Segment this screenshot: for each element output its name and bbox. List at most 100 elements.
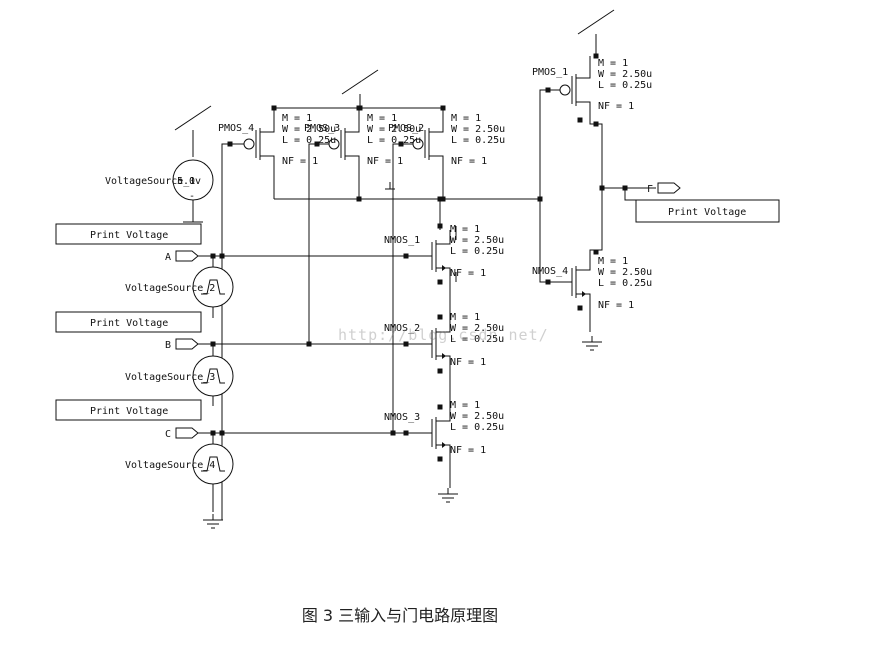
source-name-label: VoltageSource_1 (105, 176, 195, 187)
wire (308, 143, 329, 344)
param-nf: NF = 1 (598, 101, 634, 112)
param-m: M = 1 (367, 113, 397, 124)
param-l: L = 0.25u (598, 80, 652, 91)
print-voltage-label: Print Voltage (668, 207, 746, 218)
pmos-4-label: PMOS_4 (218, 123, 254, 134)
param-l: L = 0.25u (598, 278, 652, 289)
wires (192, 34, 656, 520)
pulse-voltage-source (192, 443, 234, 485)
param-l: L = 0.25u (451, 135, 505, 146)
pulse-voltage-source (192, 266, 234, 308)
junction-dot (210, 430, 216, 436)
vdd-symbol (577, 9, 615, 35)
port-label: C (165, 429, 171, 440)
port-c (175, 427, 199, 439)
param-l: L = 0.25u (367, 135, 421, 146)
print-voltage-box (55, 399, 202, 421)
figure-caption: 图 3 三输入与门电路原理图 (301, 606, 499, 625)
ground-symbol (438, 488, 458, 503)
ground-symbol (203, 514, 223, 529)
port-a (175, 250, 199, 262)
source-name-label: VoltageSource_2 (125, 283, 215, 294)
junction-dot (271, 105, 277, 111)
param-m: M = 1 (451, 113, 481, 124)
junction-dot (437, 223, 443, 229)
port-label: A (165, 252, 171, 263)
junction-dot (437, 279, 443, 285)
param-w: W = 2.50u (450, 323, 504, 334)
param-nf: NF = 1 (598, 300, 634, 311)
param-m: M = 1 (450, 312, 480, 323)
param-l: L = 0.25u (450, 334, 504, 345)
print-voltage-label: Print Voltage (90, 230, 168, 241)
junction-dot (403, 430, 409, 436)
source-name-label: VoltageSource_3 (125, 372, 215, 383)
junction-dot (593, 121, 599, 127)
nmos-4-label: NMOS_4 (532, 266, 568, 277)
watermark: http://blog.csdn.net/ (338, 326, 549, 344)
junction-dot (545, 279, 551, 285)
param-nf: NF = 1 (451, 156, 487, 167)
components: +VoltageSource_15.0v-Print VoltageAVolta… (55, 9, 780, 529)
junction-dot (210, 341, 216, 347)
junction-dot (437, 456, 443, 462)
param-l: L = 0.25u (450, 422, 504, 433)
junction-dot (537, 196, 543, 202)
param-w: W = 2.50u (450, 411, 504, 422)
print-voltage-box (55, 311, 202, 333)
param-nf: NF = 1 (367, 156, 403, 167)
param-m: M = 1 (598, 256, 628, 267)
pmos-transistor (412, 118, 444, 170)
pmos-1-label: PMOS_1 (532, 67, 568, 78)
vdd-value: 5.0v (177, 176, 201, 187)
junction-dot (622, 185, 628, 191)
junction-dot (593, 249, 599, 255)
junction-dot (356, 196, 362, 202)
param-w: W = 2.50u (451, 124, 505, 135)
pmos-transistor (243, 118, 275, 170)
junction-dot (437, 404, 443, 410)
print-voltage-label: Print Voltage (90, 318, 168, 329)
param-w: W = 2.50u (598, 69, 652, 80)
param-m: M = 1 (282, 113, 312, 124)
param-m: M = 1 (450, 224, 480, 235)
print-voltage-box (635, 199, 780, 223)
junction-dot (403, 253, 409, 259)
nmos-2-label: NMOS_2 (384, 323, 420, 334)
minus-sign: - (189, 191, 195, 202)
port-label: F (647, 184, 653, 195)
nmos-3-label: NMOS_3 (384, 412, 420, 423)
param-nf: NF = 1 (282, 156, 318, 167)
param-l: L = 0.25u (450, 246, 504, 257)
vdd-symbol (341, 69, 379, 95)
param-m: M = 1 (598, 58, 628, 69)
nmos-1-label: NMOS_1 (384, 235, 420, 246)
junction-dot (577, 117, 583, 123)
junction-dot (356, 105, 362, 111)
param-nf: NF = 1 (450, 445, 486, 456)
junction-dot (390, 430, 396, 436)
junction-dot (437, 196, 443, 202)
junction-dot (210, 253, 216, 259)
param-l: L = 0.25u (282, 135, 336, 146)
junction-dot (437, 368, 443, 374)
param-w: W = 2.50u (282, 124, 336, 135)
print-voltage-box (55, 223, 202, 245)
source-name-label: VoltageSource_4 (125, 460, 215, 471)
pmos-3-label: PMOS_3 (304, 123, 340, 134)
print-voltage-label: Print Voltage (90, 406, 168, 417)
param-m: M = 1 (450, 400, 480, 411)
junction-dot (227, 141, 233, 147)
port-b (175, 338, 199, 350)
pmos-transistor (559, 64, 591, 116)
wire (539, 199, 560, 283)
wire (392, 143, 413, 433)
junction-dot (440, 196, 446, 202)
dc-voltage-source (172, 159, 214, 201)
nmos-transistor (420, 407, 451, 459)
wire (221, 143, 244, 520)
param-w: W = 2.50u (598, 267, 652, 278)
junction-dot (593, 53, 599, 59)
nmos-transistor (560, 256, 591, 308)
